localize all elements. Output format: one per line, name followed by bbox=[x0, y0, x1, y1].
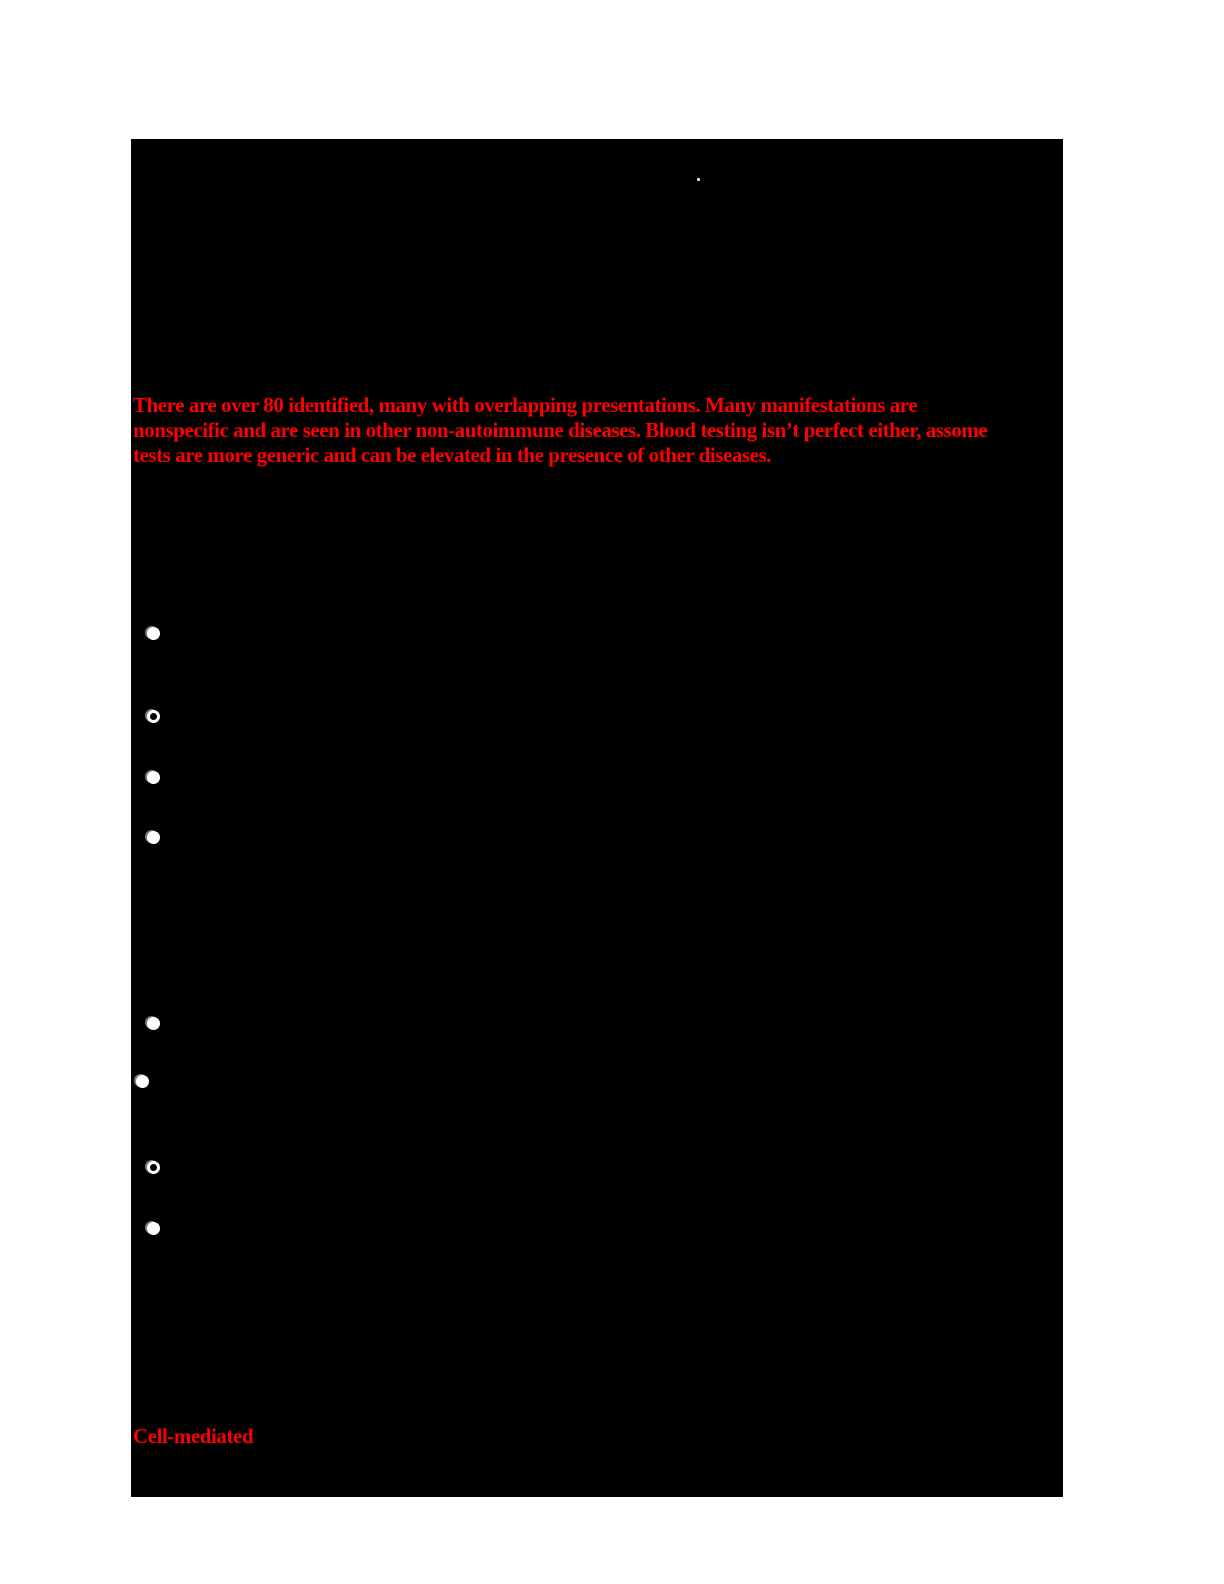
bullet-icon bbox=[147, 1017, 160, 1030]
bullet-icon bbox=[147, 1222, 160, 1235]
paragraph-line: nonspecific and are seen in other non-au… bbox=[133, 418, 988, 442]
bullet-icon bbox=[147, 831, 160, 844]
bullet-icon bbox=[136, 1075, 149, 1088]
stray-mark bbox=[697, 178, 700, 181]
section-heading: Cell-mediated bbox=[133, 1424, 254, 1448]
highlighted-paragraph: There are over 80 identified, many with … bbox=[133, 393, 988, 468]
redacted-document-block: There are over 80 identified, many with … bbox=[131, 139, 1063, 1497]
bullet-icon bbox=[147, 627, 160, 640]
paragraph-line: tests are more generic and can be elevat… bbox=[133, 443, 772, 467]
hollow-bullet-icon bbox=[147, 710, 160, 723]
bullet-icon bbox=[147, 771, 160, 784]
paragraph-line: There are over 80 identified, many with … bbox=[133, 393, 918, 417]
hollow-bullet-icon bbox=[147, 1161, 160, 1174]
